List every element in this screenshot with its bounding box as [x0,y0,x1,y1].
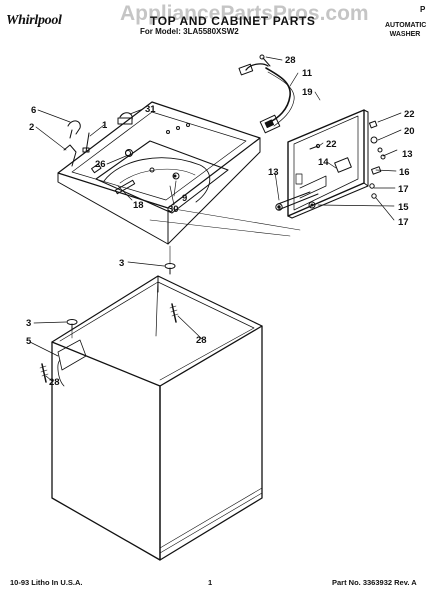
hinge-parts [63,112,133,167]
callout-26: 26 [95,159,106,170]
callout-28c: 28 [49,377,60,388]
product-type-line2: WASHER [389,31,421,38]
callout-11: 11 [302,68,313,79]
wire-harness [238,54,295,134]
brand-logo: Whirlpool [6,13,62,28]
callout-16: 16 [399,167,410,178]
callout-13a: 13 [402,149,413,160]
callout-28b: 28 [196,335,207,346]
corner-mark: P [420,5,426,14]
callout-20: 20 [404,126,415,137]
product-type: AUTOMATIC WASHER [385,21,427,39]
callout-3a: 3 [119,258,124,269]
rear-console-panel [275,109,386,219]
callout-17a: 17 [398,184,409,195]
page-number: 1 [208,578,213,587]
callout-5: 5 [26,336,32,347]
callout-14: 14 [318,157,329,168]
callout-18: 18 [133,200,144,211]
litho-note: 10-93 Litho In U.S.A. [10,578,83,587]
watermark-text: AppliancePartsPros.com [120,2,369,25]
model-line: For Model: 3LA5580XSW2 [140,27,239,36]
product-type-line1: AUTOMATIC [385,22,427,29]
model-prefix: For Model: [140,27,181,36]
callout-22a: 22 [404,109,415,120]
callout-2: 2 [29,122,34,133]
callout-labels: 28 11 19 6 31 2 1 22 20 22 26 13 14 16 1… [26,55,415,388]
callout-15: 15 [398,202,409,213]
top-panel [57,101,261,245]
callout-3b: 3 [26,318,31,329]
part-number: Part No. 3363932 Rev. A [332,578,417,587]
callout-17b: 17 [398,217,409,228]
callout-6: 6 [31,105,36,116]
callout-19: 19 [302,87,313,98]
alignment-lines [71,207,301,339]
callout-1: 1 [102,120,108,131]
callout-31: 31 [145,104,156,115]
model-number: 3LA5580XSW2 [183,27,239,36]
callout-28a: 28 [285,55,296,66]
diagram-title: TOP AND CABINET PARTS [150,14,316,28]
callout-22b: 22 [326,139,337,150]
cabinet-screws [39,263,179,383]
callout-9: 9 [182,193,187,204]
callout-13b: 13 [268,167,279,178]
cabinet-body [51,275,263,561]
leader-lines [29,56,402,382]
callout-30: 30 [168,204,179,215]
